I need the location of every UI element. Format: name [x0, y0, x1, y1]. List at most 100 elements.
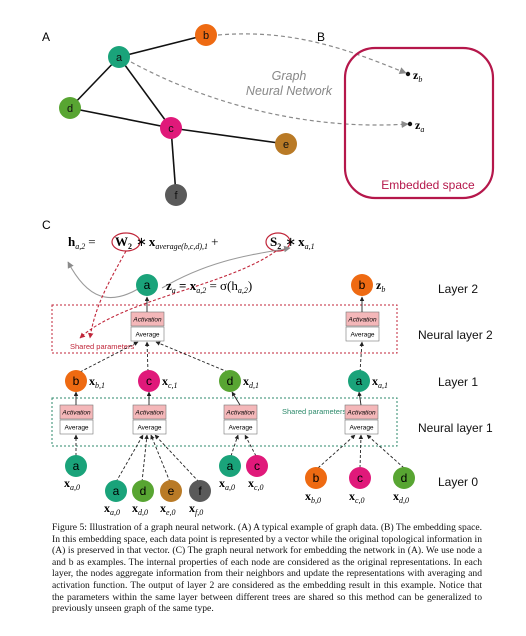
svg-text:a: a — [113, 484, 120, 498]
block-l1-d: Activation Average — [223, 404, 258, 435]
vec-a0b: xa,0 — [104, 501, 120, 517]
graph-edges — [69, 34, 287, 196]
svg-text:d: d — [140, 484, 147, 498]
vec-d1: xd,1 — [243, 374, 259, 390]
label-layer0: Layer 0 — [438, 475, 478, 489]
block-l1-b: Activation Average — [59, 404, 94, 435]
conn-d0-bl1c — [141, 434, 149, 483]
vec-e0: xe,0 — [160, 501, 176, 517]
conn-a0-bl1d — [230, 434, 239, 457]
tree-node-l1-a: a — [348, 370, 370, 392]
vec-c0: xc,0 — [248, 476, 264, 492]
edge-a-d — [69, 56, 120, 109]
svg-text:Average: Average — [350, 332, 374, 339]
graph-nodes: a b d c e f — [59, 24, 297, 206]
embed-point-a — [407, 121, 413, 127]
conn-d1-l2 — [155, 341, 229, 373]
shared-arrow-s2 — [79, 250, 277, 339]
svg-text:W2∗xaverage(b,c,d),1+: W2∗xaverage(b,c,d),1+ — [115, 234, 218, 251]
neural-layer2-box — [51, 304, 398, 354]
edge-c-e — [170, 127, 287, 145]
vec-zb: zb — [376, 278, 385, 294]
embed-label-za: za — [415, 118, 424, 134]
svg-text:d: d — [401, 471, 408, 485]
svg-text:a: a — [144, 278, 151, 292]
tree-node-l0-e: e — [160, 480, 182, 502]
block-l2-b: Activation Average — [345, 311, 380, 342]
svg-text:Activation: Activation — [225, 410, 255, 417]
svg-text:a: a — [116, 52, 123, 64]
graph-node-e: e — [275, 133, 297, 155]
conn-a1-l2 — [359, 341, 364, 373]
svg-text:b: b — [359, 278, 366, 292]
svg-text:e: e — [168, 484, 175, 498]
vec-d0r: xd,0 — [393, 489, 409, 505]
svg-text:a: a — [73, 459, 80, 473]
panel-label-c: C — [42, 218, 51, 232]
svg-text:Activation: Activation — [132, 317, 162, 324]
conn-f0-bl1c — [154, 434, 200, 483]
vec-a0: xa,0 — [64, 476, 80, 492]
svg-text:b: b — [313, 471, 320, 485]
figure-caption: Figure 5: Illustration of a graph neural… — [52, 522, 482, 615]
tree-node-l0-c: c — [246, 455, 268, 477]
svg-text:c: c — [357, 471, 363, 485]
vec-c1: xc,1 — [162, 374, 178, 390]
conn-e0-bl1c — [150, 434, 171, 483]
svg-text:a: a — [227, 459, 234, 473]
edge-d-c — [69, 107, 172, 129]
tree-node-l0-a2: a — [105, 480, 127, 502]
panel-label-a: A — [42, 30, 50, 44]
conn-b1-l2 — [79, 341, 139, 373]
vec-f0: xf,0 — [189, 501, 203, 517]
svg-text:Activation: Activation — [61, 410, 91, 417]
map-arrow-b — [217, 33, 407, 74]
panel-label-b: B — [317, 30, 325, 44]
conn-d0-bl1a — [366, 434, 405, 469]
graph-node-d: d — [59, 97, 81, 119]
tree-node-l0-d: d — [132, 480, 154, 502]
embed-point-b — [405, 71, 411, 77]
block-l2-a: Activation Average — [130, 311, 165, 342]
svg-text:b: b — [203, 30, 209, 42]
svg-text:b: b — [73, 374, 80, 388]
vec-b0r: xb,0 — [305, 489, 321, 505]
gnn-label-line1: Graph — [272, 69, 307, 83]
svg-text:Activation: Activation — [347, 317, 377, 324]
vec-c0r: xc,0 — [349, 489, 365, 505]
graph-node-c: c — [160, 117, 182, 139]
svg-text:f: f — [174, 190, 178, 202]
svg-text:c: c — [146, 374, 152, 388]
tree-node-l1-c: c — [138, 370, 160, 392]
tree-node-l0-b: b — [305, 467, 327, 489]
label-layer1: Layer 1 — [438, 375, 478, 389]
tree-node-l0-a1: a — [65, 455, 87, 477]
svg-text:Average: Average — [135, 332, 159, 339]
svg-text:Activation: Activation — [346, 410, 376, 417]
svg-text:ha,2=: ha,2= — [68, 234, 96, 251]
tree-node-l2-b: b — [351, 274, 373, 296]
tree-node-l0-a3: a — [219, 455, 241, 477]
shared-params-upper: Shared parameters — [70, 342, 134, 351]
svg-text:e: e — [283, 139, 289, 151]
svg-text:Activation: Activation — [134, 410, 164, 417]
map-arrow-a — [130, 61, 409, 129]
graph-node-b: b — [195, 24, 217, 46]
embedded-space-label: Embedded space — [381, 178, 475, 192]
label-neural2: Neural layer 2 — [418, 328, 493, 342]
gnn-label-line2: Neural Network — [246, 84, 333, 98]
svg-text:a: a — [356, 374, 363, 388]
graph-node-f: f — [165, 184, 187, 206]
vec-b1: xb,1 — [89, 374, 105, 390]
svg-text:d: d — [227, 374, 234, 388]
svg-text:c: c — [254, 459, 260, 473]
feedback-arrow-right — [161, 245, 291, 289]
edge-a-b — [118, 34, 207, 58]
svg-text:c: c — [168, 123, 174, 135]
conn-c0-bl1a — [358, 434, 364, 469]
conn-a0-bl1c — [115, 434, 144, 483]
feedback-arrow-left — [67, 261, 139, 298]
svg-text:Average: Average — [228, 425, 252, 432]
edge-c-f — [170, 127, 177, 196]
embedded-space-box — [343, 46, 495, 200]
